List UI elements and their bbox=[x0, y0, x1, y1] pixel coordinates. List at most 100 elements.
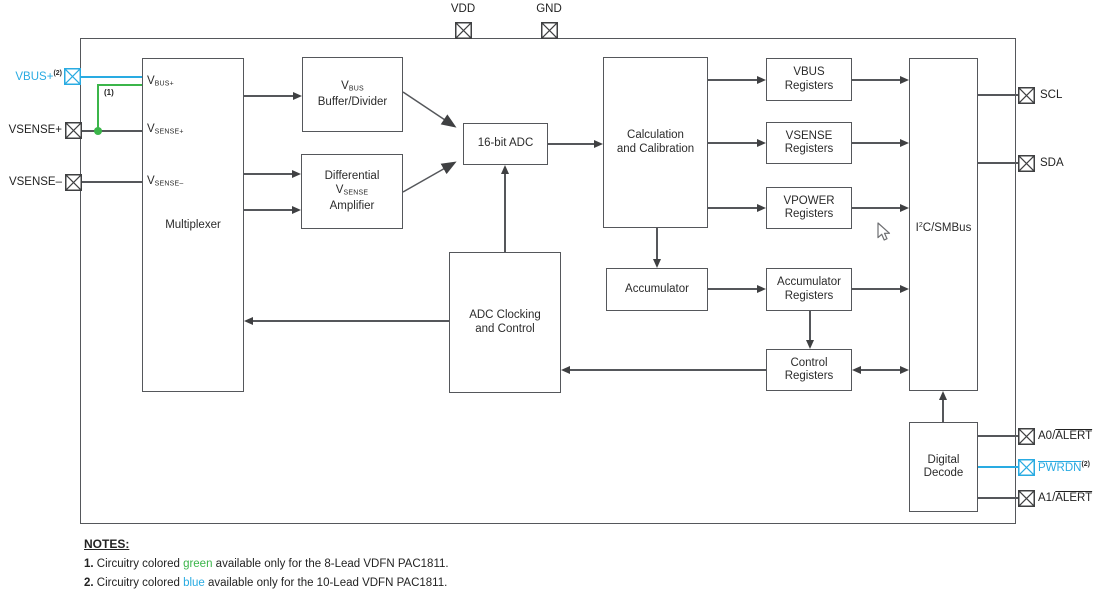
a0-alert-pin bbox=[1018, 428, 1035, 445]
wire-decode-to-i2c bbox=[942, 399, 944, 422]
wire-green-vertical bbox=[97, 84, 99, 130]
arrow-vsensereg-to-i2c bbox=[900, 139, 909, 147]
vpower-registers-block: VPOWER Registers bbox=[766, 187, 852, 229]
vbus-buffer-divider-block: VBUS Buffer/Divider bbox=[302, 57, 403, 132]
amp-line2: VSENSE bbox=[335, 183, 369, 197]
vsense-plus-xbox-icon bbox=[65, 122, 82, 139]
accumulator-block: Accumulator bbox=[606, 268, 708, 311]
adc-clocking-control-block: ADC Clocking and Control bbox=[449, 252, 561, 393]
arrow-mux-to-amp-1 bbox=[292, 170, 301, 178]
vdd-pin-label: VDD bbox=[450, 3, 476, 15]
amp-line1: Differential bbox=[324, 170, 380, 182]
scl-pin-label: SCL bbox=[1040, 89, 1063, 101]
vbus-buffer-line1: VBUS bbox=[341, 79, 364, 93]
vbus-pin-label: VBUS+(2) bbox=[15, 70, 62, 83]
i2c-smbus-block: I2C/SMBus bbox=[909, 58, 978, 391]
wire-mux-to-amp-2 bbox=[244, 209, 293, 211]
mouse-cursor bbox=[877, 222, 891, 241]
accumulator-label: Accumulator bbox=[625, 282, 689, 295]
arrow-adc-to-calc bbox=[594, 140, 603, 148]
vsense-plus-pin bbox=[65, 122, 82, 139]
wire-i2c-to-scl bbox=[978, 94, 1018, 96]
a0-alert-xbox-icon bbox=[1018, 428, 1035, 445]
note-2: 2. Circuitry colored blue available only… bbox=[84, 577, 448, 589]
wire-adcclk-to-adc bbox=[504, 173, 506, 252]
vsense-plus-pin-label: VSENSE+ bbox=[8, 124, 62, 136]
vpower-registers-line1: VPOWER bbox=[783, 194, 835, 207]
wire-adc-to-calc bbox=[548, 143, 595, 145]
wire-accreg-to-i2c bbox=[852, 288, 900, 290]
vdd-xbox-icon bbox=[455, 22, 472, 39]
wire-decode-to-a1 bbox=[978, 497, 1018, 499]
vbus-registers-line1: VBUS bbox=[793, 66, 825, 78]
arrow-adcclk-to-adc bbox=[501, 165, 509, 174]
green-wire-note-ref: (1) bbox=[104, 88, 114, 97]
control-registers-block: Control Registers bbox=[766, 349, 852, 391]
vsense-minus-pin-label: VSENSE– bbox=[8, 176, 62, 188]
arrow-calc-to-accumulator bbox=[653, 259, 661, 268]
calc-line1: Calculation bbox=[627, 129, 684, 141]
arrow-accumulator-to-accreg bbox=[757, 285, 766, 293]
vbus-registers-line2: Registers bbox=[784, 79, 834, 92]
pwrdn-pin-label: PWRDN(2) bbox=[1038, 461, 1091, 474]
accumulator-registers-line2: Registers bbox=[784, 289, 834, 302]
wire-mux-to-vbus-buffer bbox=[244, 95, 294, 97]
adc-block: 16-bit ADC bbox=[463, 123, 548, 165]
digital-decode-line2: Decode bbox=[923, 467, 964, 479]
arrow-accreg-to-ctrlreg bbox=[806, 340, 814, 349]
notes-title: NOTES: bbox=[84, 537, 130, 551]
wire-i2c-to-sda bbox=[978, 162, 1018, 164]
green-junction-dot bbox=[94, 127, 102, 135]
wire-mux-to-amp-1 bbox=[244, 173, 293, 175]
gnd-xbox-icon bbox=[541, 22, 558, 39]
mux-input-vbus: VBUS+ bbox=[147, 75, 174, 88]
wire-vsensereg-to-i2c bbox=[852, 142, 900, 144]
wire-ctrlreg-to-adcclk bbox=[569, 369, 766, 371]
wire-green-horizontal bbox=[97, 84, 142, 86]
vsense-registers-line2: Registers bbox=[784, 143, 834, 155]
adc-label: 16-bit ADC bbox=[477, 137, 534, 150]
arrow-calc-to-vbusreg bbox=[757, 76, 766, 84]
wire-ctrlreg-i2c bbox=[859, 369, 902, 371]
accumulator-registers-line1: Accumulator bbox=[777, 276, 841, 288]
sda-xbox-icon bbox=[1018, 155, 1035, 172]
arrow-mux-to-vbus-buffer bbox=[293, 92, 302, 100]
differential-vsense-amplifier-block: Differential VSENSE Amplifier bbox=[301, 154, 403, 229]
calc-line2: and Calibration bbox=[616, 142, 695, 155]
arrow-vbusreg-to-i2c bbox=[900, 76, 909, 84]
vsense-registers-block: VSENSE Registers bbox=[766, 122, 852, 164]
arrow-i2c-to-ctrlreg bbox=[852, 366, 861, 374]
calculation-calibration-block: Calculation and Calibration bbox=[603, 57, 708, 228]
vpower-registers-line2: Registers bbox=[784, 208, 834, 220]
wire-calc-to-vpowerreg bbox=[708, 207, 758, 209]
a1-alert-pin-label: A1/ALERT bbox=[1038, 492, 1093, 504]
i2c-smbus-label: I2C/SMBus bbox=[915, 222, 972, 234]
wire-calc-to-accumulator bbox=[656, 228, 658, 260]
wire-decode-to-a0 bbox=[978, 435, 1018, 437]
arrow-adcclk-to-mux bbox=[244, 317, 253, 325]
note-2-color-word: blue bbox=[183, 577, 205, 589]
note-1-color-word: green bbox=[183, 558, 213, 570]
wire-vbus-pin-to-mux bbox=[80, 76, 142, 78]
mux-input-vsense-minus: VSENSE– bbox=[147, 175, 184, 188]
arrow-accreg-to-i2c bbox=[900, 285, 909, 293]
arrow-mux-to-amp-2 bbox=[292, 206, 301, 214]
wire-adcclk-to-mux bbox=[252, 320, 449, 322]
wire-amp-to-adc bbox=[402, 161, 457, 193]
sda-pin bbox=[1018, 155, 1035, 172]
control-registers-line1: Control bbox=[790, 356, 828, 369]
vbus-xbox-icon bbox=[64, 68, 81, 85]
a1-alert-xbox-icon bbox=[1018, 490, 1035, 507]
multiplexer-block: VBUS+ VSENSE+ VSENSE– Multiplexer bbox=[142, 58, 244, 392]
wire-vbus-buffer-to-adc bbox=[402, 91, 457, 128]
vbus-registers-block: VBUS Registers bbox=[766, 58, 852, 101]
arrow-ctrlreg-to-i2c bbox=[900, 366, 909, 374]
wire-vsensen-pin-to-mux bbox=[81, 181, 142, 183]
pwrdn-xbox-icon bbox=[1018, 459, 1035, 476]
digital-decode-block: Digital Decode bbox=[909, 422, 978, 512]
note-1: 1. Circuitry colored green available onl… bbox=[84, 558, 449, 570]
arrow-calc-to-vpowerreg bbox=[757, 204, 766, 212]
multiplexer-label: Multiplexer bbox=[165, 219, 221, 231]
control-registers-line2: Registers bbox=[784, 370, 834, 382]
scl-pin bbox=[1018, 87, 1035, 104]
